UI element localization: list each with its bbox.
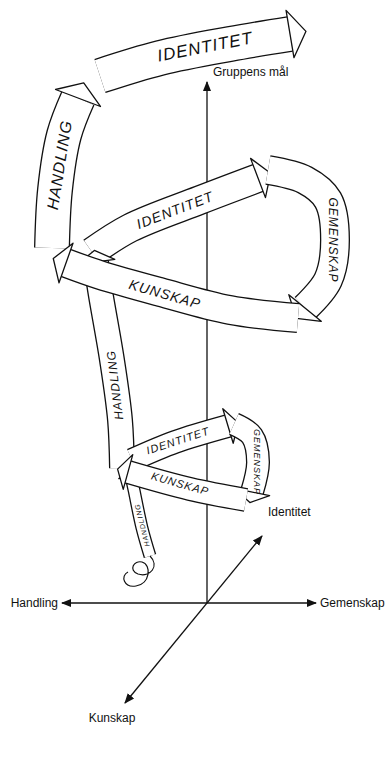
band-arrowhead [53,243,73,283]
axis-label: Gemenskap [320,597,385,609]
spiral-word: GEMENSKAP [327,197,339,282]
band-arrowhead [286,10,306,57]
band-outline [132,426,228,460]
spiral-word: KUNSKAP [150,471,210,498]
spiral-word: HANDLING [133,503,150,548]
axis-label: Kunskap [89,712,136,724]
spiral-word: IDENTITET [156,29,254,64]
spiral-word: IDENTITET [135,189,216,231]
band-fill [132,426,228,460]
band-outline [66,263,298,318]
spiral-word: KUNSKAP [128,277,203,311]
band-outline [92,178,258,252]
spiral-word: HANDLING [105,350,125,421]
band-outline [268,170,335,308]
band-arrowhead [56,83,101,107]
band-arrowhead [118,455,133,490]
spiral-band [132,409,238,460]
band-fill [92,178,258,252]
spiral-coil [124,556,154,586]
spiral-band [118,455,246,500]
spiral-word: GEMENSKAP [252,429,261,495]
axis-label: Identitet [268,506,311,518]
spiral-band [53,243,298,318]
axis-label: Handling [11,597,58,609]
horizontal-axis [207,602,316,603]
axis-label: Gruppens mål [213,66,288,78]
diagonal-axis [125,536,262,703]
band-fill [268,170,335,308]
spiral-word: IDENTITET [145,426,211,457]
spiral-word: HANDLING [45,119,75,211]
spiral-band [92,158,271,252]
spiral-band [268,170,335,321]
vertical-axis [206,82,207,603]
horizontal-axis [62,602,207,603]
band-fill [66,263,298,318]
